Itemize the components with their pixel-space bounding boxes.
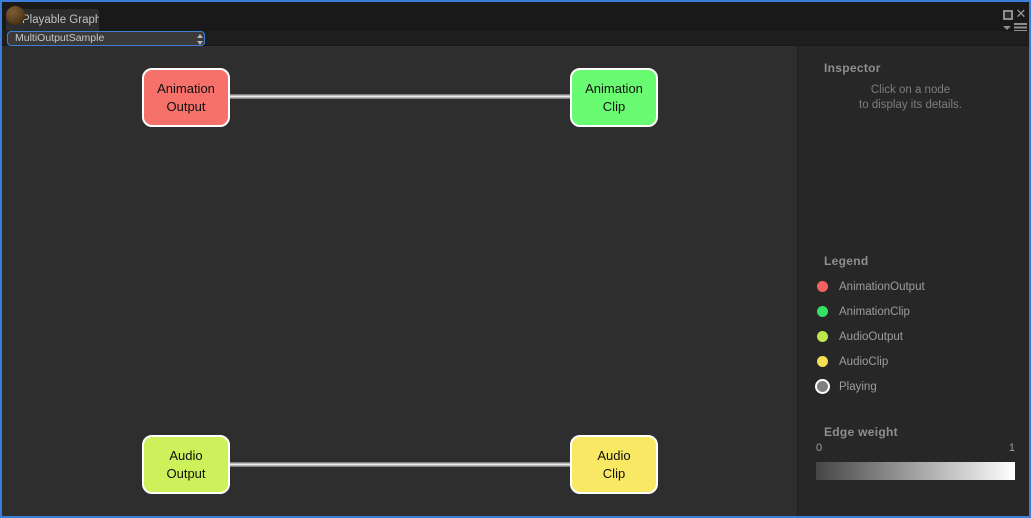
legend-item-playing: Playing <box>815 377 877 396</box>
side-panel: Inspector Click on a node to display its… <box>797 46 1029 516</box>
graph-asset-icon <box>6 6 25 25</box>
legend-dot-audio-output <box>815 329 830 344</box>
node-audio-output[interactable]: Audio Output <box>142 435 230 494</box>
legend-item-animation-output: AnimationOutput <box>815 277 925 296</box>
graph-selector-dropdown[interactable]: MultiOutputSample <box>7 31 205 46</box>
legend-dot-audio-clip <box>815 354 830 369</box>
edge-weight-max: 1 <box>1008 442 1015 454</box>
hamburger-menu-icon <box>1014 23 1027 25</box>
legend-dot-playing <box>815 379 830 394</box>
toolbar: MultiOutputSample <box>2 31 1029 46</box>
maximize-icon[interactable] <box>1003 10 1013 20</box>
edge-weight-scale: 0 1 <box>816 442 1015 454</box>
legend-dot-animation-output <box>815 279 830 294</box>
tab-playable-graph[interactable]: Playable Graph <box>6 9 99 31</box>
edge-weight-title: Edge weight <box>824 425 898 439</box>
caret-down-icon <box>1003 26 1011 30</box>
window-menu-button[interactable] <box>1003 23 1028 32</box>
legend-item-animation-clip: AnimationClip <box>815 302 910 321</box>
legend-title: Legend <box>824 254 869 268</box>
close-icon[interactable]: ✕ <box>1015 6 1027 21</box>
title-bar: Playable Graph ✕ <box>2 2 1029 31</box>
edge-audio <box>228 462 570 467</box>
edge-animation <box>228 94 570 99</box>
edge-weight-gradient <box>816 462 1015 480</box>
dropdown-arrows-icon <box>196 34 204 45</box>
graph-canvas: Animation Output Animation Clip Audio Ou… <box>2 46 797 516</box>
graph-selector-value: MultiOutputSample <box>15 32 105 44</box>
inspector-empty-hint: Click on a node to display its details. <box>859 84 962 111</box>
node-audio-clip[interactable]: Audio Clip <box>570 435 658 494</box>
node-animation-clip[interactable]: Animation Clip <box>570 68 658 127</box>
legend-item-audio-output: AudioOutput <box>815 327 903 346</box>
node-animation-output[interactable]: Animation Output <box>142 68 230 127</box>
edge-weight-min: 0 <box>816 442 823 454</box>
legend-dot-animation-clip <box>815 304 830 319</box>
inspector-title: Inspector <box>824 61 881 75</box>
legend-item-audio-clip: AudioClip <box>815 352 888 371</box>
